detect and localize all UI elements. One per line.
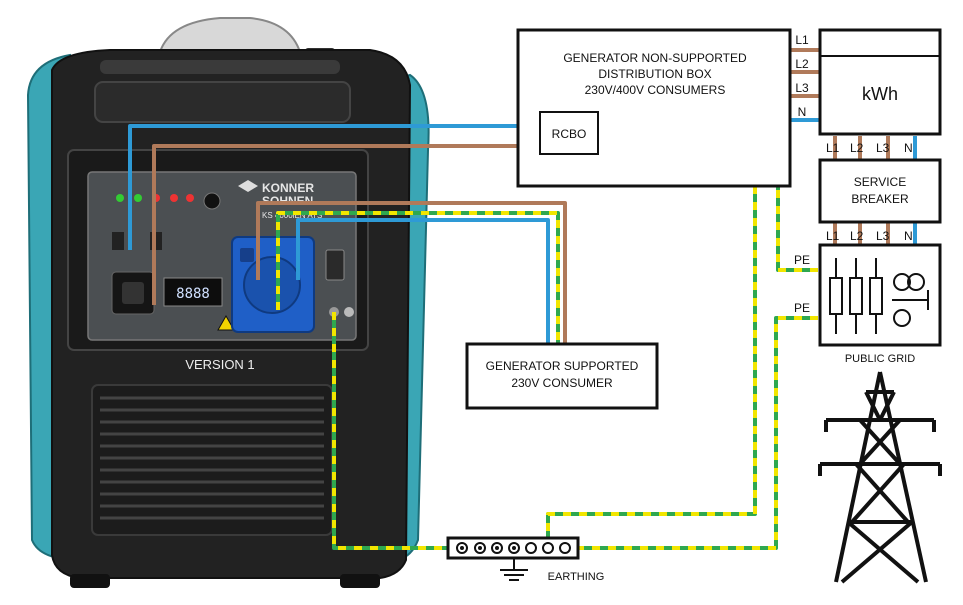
distribution-title-2: DISTRIBUTION BOX	[598, 67, 711, 81]
breaker-terminal-l3: L3	[876, 229, 890, 243]
supported-consumer-box: GENERATOR SUPPORTED 230V CONSUMER	[465, 342, 659, 410]
meter-terminal-n: N	[904, 141, 913, 155]
meter-terminals: L1 L2 L3 N	[826, 141, 913, 155]
meter-label: kWh	[862, 84, 898, 104]
meter-terminal-l3: L3	[876, 141, 890, 155]
earthing-bar: EARTHING	[446, 536, 605, 583]
breaker-terminal-l2: L2	[850, 229, 864, 243]
brand-line-1: KONNER	[262, 181, 314, 195]
distribution-title-1: GENERATOR NON-SUPPORTED	[563, 51, 747, 65]
terminal-l2: L2	[795, 57, 809, 71]
rcbo-label: RCBO	[552, 127, 587, 141]
pe-label-2: PE	[794, 301, 810, 315]
model-label: KS 4000iEN ATS	[262, 211, 322, 220]
breaker-terminal-n: N	[904, 229, 913, 243]
breaker-label-1: SERVICE	[854, 175, 906, 189]
neutral-wire-rcbo	[128, 124, 540, 250]
neutral-wire-supported	[296, 218, 550, 344]
power-pylon-icon	[818, 371, 942, 584]
generator: KONNER SOHNEN KS 4000iEN ATS 8888 VERSIO…	[26, 17, 430, 588]
meter-terminal-l2: L2	[850, 141, 864, 155]
rcbo-box: RCBO	[539, 111, 599, 155]
breaker-label-2: BREAKER	[851, 192, 909, 206]
pe-label-1: PE	[794, 253, 810, 267]
distribution-box: GENERATOR NON-SUPPORTED DISTRIBUTION BOX…	[516, 28, 809, 188]
public-grid-box: PUBLIC GRID	[818, 243, 942, 365]
digital-display: 8888	[176, 286, 210, 302]
terminal-n: N	[798, 105, 807, 119]
breaker-terminal-l1: L1	[826, 229, 840, 243]
supported-label-2: 230V CONSUMER	[511, 376, 613, 390]
earthing-label: EARTHING	[548, 571, 605, 583]
supported-label-1: GENERATOR SUPPORTED	[486, 359, 639, 373]
ground-icon	[500, 558, 528, 581]
kwh-meter: kWh	[818, 28, 942, 136]
public-grid-label: PUBLIC GRID	[845, 353, 915, 365]
meter-terminal-l1: L1	[826, 141, 840, 155]
terminal-l1: L1	[795, 33, 809, 47]
breaker-terminals: L1 L2 L3 N	[826, 229, 913, 243]
live-wire-rcbo	[152, 144, 540, 305]
terminal-l3: L3	[795, 81, 809, 95]
distribution-title-3: 230V/400V CONSUMERS	[585, 83, 726, 97]
live-wire-supported	[256, 201, 567, 344]
service-breaker: SERVICE BREAKER	[818, 158, 942, 224]
version-label: VERSION 1	[185, 357, 254, 372]
wires	[128, 48, 917, 550]
